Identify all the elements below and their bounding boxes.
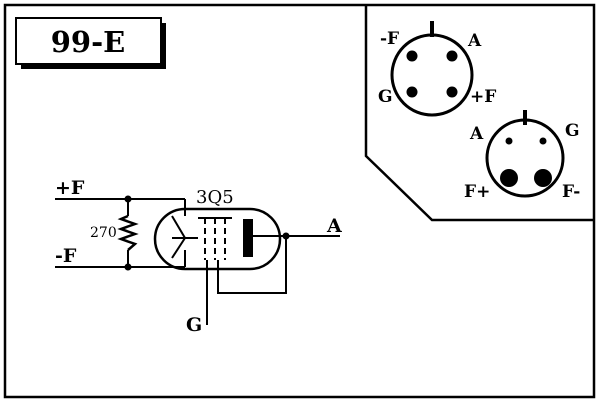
socket-key xyxy=(430,21,434,37)
title-box xyxy=(15,17,162,65)
socket-diagram-top: -F A G +F xyxy=(378,21,496,117)
anode-label: A xyxy=(326,215,342,237)
grid-label: G xyxy=(186,314,202,336)
socket-diagram-bottom: A G F+ F- xyxy=(464,110,580,202)
pin-label-top-left: A xyxy=(469,124,484,144)
junction-dot xyxy=(124,263,132,271)
tube-plate xyxy=(243,219,253,257)
pin-dot xyxy=(505,137,513,145)
pin-label-top-right: G xyxy=(565,121,580,141)
pin-dot xyxy=(500,169,518,187)
pin-dot xyxy=(539,137,547,145)
tube-envelope xyxy=(153,207,282,271)
tube-grids xyxy=(198,217,232,260)
plus-f-label: +F xyxy=(55,177,85,199)
junction-dot xyxy=(282,232,290,240)
socket-panel-border xyxy=(364,6,594,222)
pin-label-bottom-right: F- xyxy=(562,182,580,202)
page-title: 99-E xyxy=(51,25,126,59)
outer-frame xyxy=(3,3,596,399)
resistor-value-label: 270 xyxy=(90,225,117,241)
socket-outline xyxy=(485,118,565,198)
socket-outline xyxy=(390,33,474,117)
socket-key xyxy=(523,110,527,125)
pin-dot xyxy=(446,50,458,62)
resistor xyxy=(117,214,139,251)
pin-dot xyxy=(406,50,418,62)
pin-label-top-right: A xyxy=(467,31,482,51)
pin-label-top-left: -F xyxy=(380,29,399,49)
minus-f-label: -F xyxy=(55,245,77,267)
junction-dot xyxy=(124,195,132,203)
pin-dot xyxy=(534,169,552,187)
pin-label-bottom-left: F+ xyxy=(464,182,490,202)
pin-label-bottom-left: G xyxy=(378,87,393,107)
pin-label-bottom-right: +F xyxy=(470,87,496,107)
pin-dot xyxy=(446,86,458,98)
tube-type-label: 3Q5 xyxy=(196,187,234,208)
screen-lead xyxy=(217,236,287,294)
pin-dot xyxy=(406,86,418,98)
